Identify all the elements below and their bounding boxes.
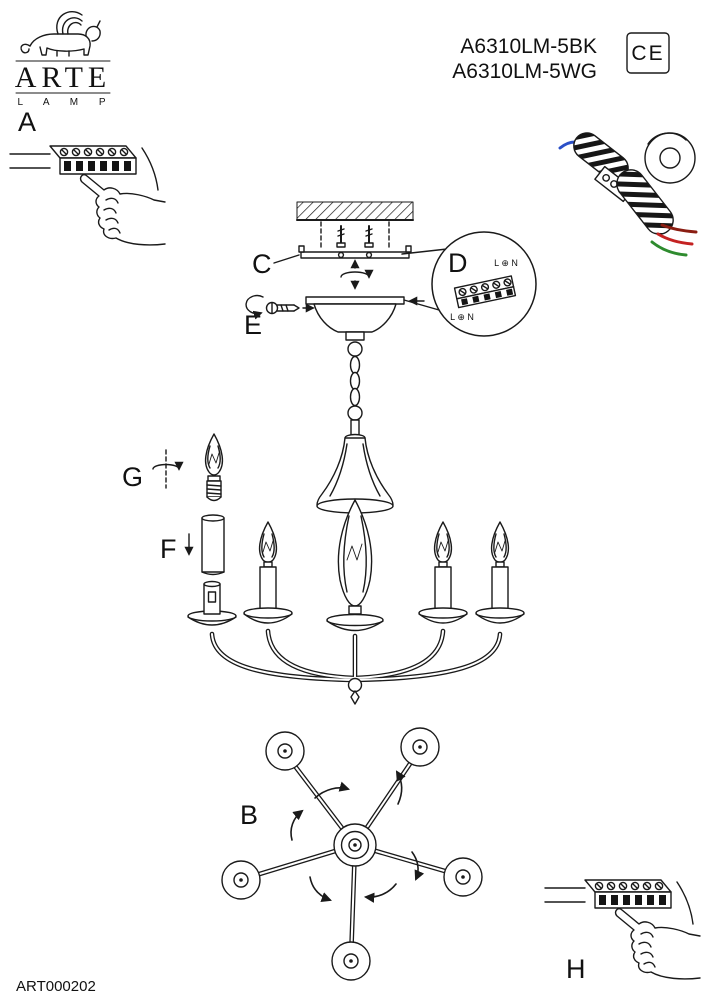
chain-link [349,387,361,407]
candle-assembled [418,521,468,624]
step-label-b: B [240,800,258,830]
brand-logo: ARTE L A M P [15,10,114,108]
mounting-screw [364,225,374,248]
suspension-ring [347,341,363,357]
tape-wires-illustration [558,132,698,257]
center-shade [326,499,384,632]
finial-tip [350,690,360,705]
step-label-f: F [160,534,177,564]
model-numbers: A6310LM-5BK A6310LM-5WG [452,35,597,83]
mounting-screw [336,225,346,248]
canopy [305,296,405,341]
step-label-a: A [18,107,36,137]
rotation-indicator-icon [340,259,374,290]
wire-red [656,232,694,246]
terminal-marking-bottom: L ⊕ N [450,312,474,322]
shade-position [331,941,371,981]
candle-sleeve-exploded [201,514,225,576]
ceiling-mount-assembly: C E [244,201,537,341]
suspension-chain [347,341,363,437]
step-label-c: C [252,249,272,279]
step-label-h: H [566,954,586,984]
shade-position [221,860,261,900]
terminal-marking-top: L ⊕ N [494,258,518,268]
ce-mark-label: CE [631,42,664,65]
ce-mark-box: CE [626,32,670,74]
shade-position [265,731,305,771]
chain-ring [347,405,363,421]
step-a-illustration [9,145,166,246]
chain-link [349,355,361,375]
brand-subtitle: L A M P [17,97,114,108]
model-number-2: A6310LM-5WG [452,60,597,83]
chain-connector [350,419,360,437]
tape-roll-edge [647,132,687,145]
fixing-screw-icon [245,294,300,320]
label-c-leader [273,254,300,264]
step-label-g: G [122,462,143,492]
exploded-socket-cup [187,580,237,626]
wire-brown [660,223,698,234]
candle-sleeve [434,566,452,612]
shade-position [400,727,440,767]
lamp-socket [203,583,221,615]
model-number-1: A6310LM-5BK [460,35,597,58]
detail-leader-line [401,248,448,255]
wiring-detail-circle: D L ⊕ N L ⊕ N [431,231,537,337]
chandelier-arms [209,628,503,705]
candle-sleeve [491,566,509,612]
part-number: ART000202 [16,978,96,995]
taped-bundle-lower [616,169,674,235]
candle-sleeve [259,566,277,612]
candle-assembled [475,521,525,624]
chain-link [349,371,361,391]
candle-assembled [243,521,293,624]
socket-slot [207,591,217,603]
top-view-hub [333,823,377,867]
ceiling-surface [296,201,414,221]
tape-roll-icon [644,132,696,184]
step-label-e: E [244,310,262,340]
detail-terminal-block [453,275,517,309]
griffin-icon [20,10,101,57]
step-label-d: D [448,248,468,278]
top-view-diagram: B [221,727,483,981]
shade-position [443,857,483,897]
rotation-arrows [290,770,425,903]
brand-title: ARTE [15,61,112,94]
candle-bulb-exploded [204,433,224,502]
wire-green [650,240,688,257]
mounting-bracket [298,245,412,259]
finial-ball [347,677,363,693]
rotation-icon [152,449,184,489]
candle-bulb-icon [204,433,224,476]
tape-roll-hole [659,147,681,169]
